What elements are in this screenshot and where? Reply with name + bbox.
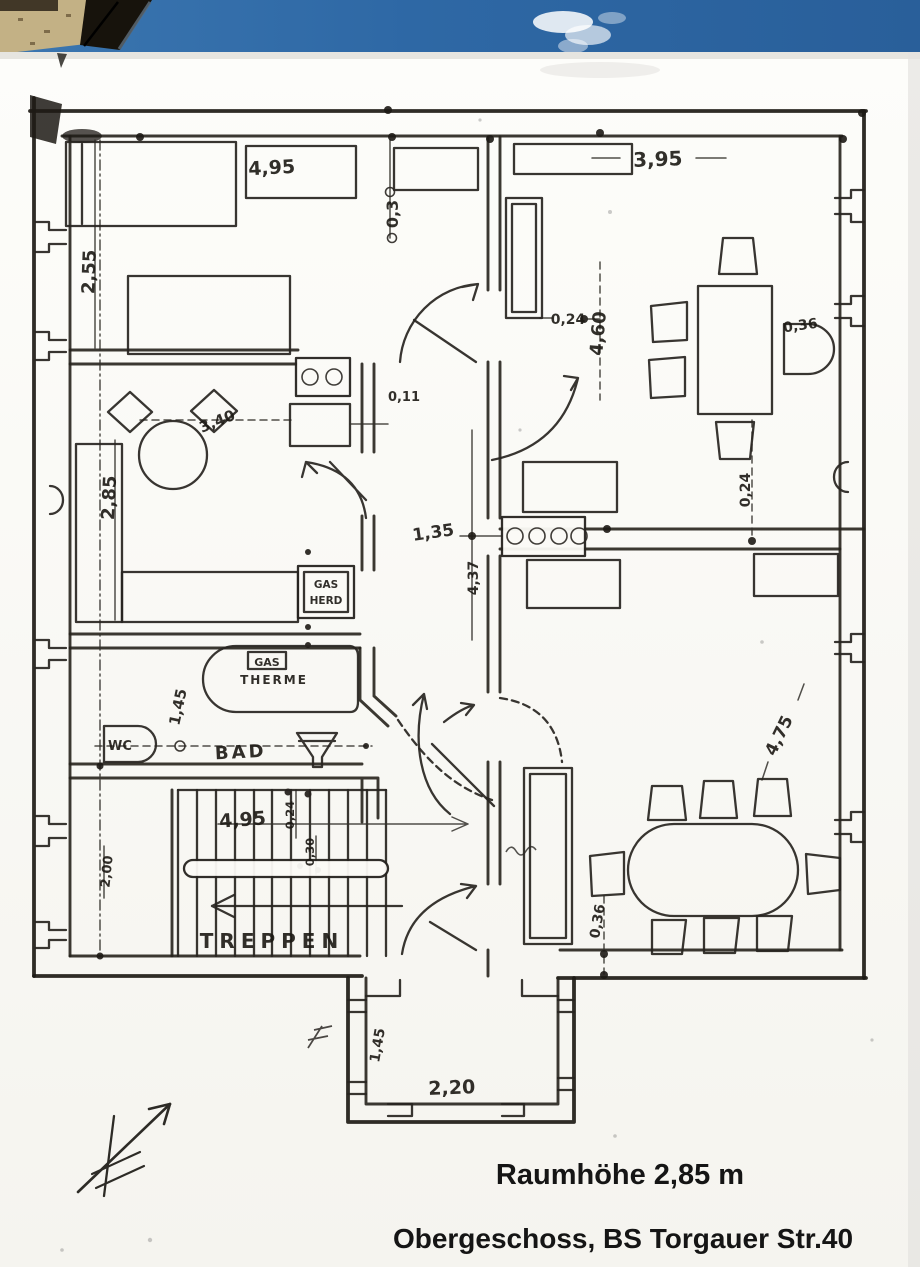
captions: Raumhöhe 2,85 m Obergeschoss, BS Torgaue… — [393, 1159, 853, 1254]
dim-left-height-mid: 2,85 — [98, 475, 121, 520]
dim-right-offset: 0,24 — [738, 472, 754, 507]
floor-plan: 4,95 2,55 0,3 3,95 0,11 3,40 2,85 0,24 4… — [28, 95, 868, 1198]
bedroom-furniture — [64, 140, 480, 356]
dim-stairs-left-height: 2,00 — [98, 855, 116, 888]
living-room-furniture — [504, 142, 840, 598]
pencil-scribble — [307, 1025, 333, 1049]
dim-armchair-width: 0,36 — [782, 316, 818, 337]
label-gas-boiler-2: THERME — [240, 673, 308, 687]
dim-top-offset: 0,3 — [383, 200, 402, 228]
kitchen-furniture — [74, 356, 389, 624]
dim-top-width-right: 3,95 — [633, 146, 683, 172]
label-gas-boiler-1: GAS — [254, 656, 280, 669]
dim-balcony-width: 2,20 — [428, 1076, 476, 1100]
north-arrow-icon — [76, 1102, 172, 1198]
caption-title: Obergeschoss, BS Torgauer Str.40 — [393, 1223, 853, 1254]
room-label-wc: WC — [108, 739, 132, 754]
staircase — [176, 788, 469, 958]
cloud — [533, 11, 626, 53]
label-gas-stove-1: GAS — [314, 579, 338, 591]
paper — [0, 52, 920, 1267]
dim-stairs-tread: 0,24 — [283, 801, 297, 829]
dim-hall-height: 4,37 — [466, 561, 482, 596]
hall-pass-through — [500, 460, 622, 610]
dim-top-width-left: 4,95 — [248, 156, 296, 180]
building-roof-corner — [0, 0, 152, 54]
bathroom-fixtures — [102, 644, 360, 769]
sky — [0, 0, 920, 58]
balcony — [307, 976, 576, 1124]
dim-left-height-upper: 2,55 — [78, 249, 101, 294]
dim-stairs-width: 4,95 — [218, 807, 266, 832]
dim-living-offset: 0,24 — [551, 312, 586, 328]
room-label-treppen: TREPPEN — [200, 929, 344, 953]
dim-dining-offset: 0,36 — [587, 903, 609, 940]
dining-room-furniture — [505, 766, 842, 956]
interior-walls — [68, 135, 866, 978]
dim-balcony-height: 1,45 — [367, 1027, 389, 1064]
door-swing-arcs — [300, 282, 580, 956]
caption-room-height: Raumhöhe 2,85 m — [496, 1159, 744, 1191]
dim-living-height: 4,60 — [586, 310, 611, 356]
window-jogs — [34, 188, 866, 950]
room-label-bad: BAD — [214, 741, 267, 765]
dim-stairs-rise: 0,30 — [303, 838, 317, 866]
label-gas-stove-2: HERD — [310, 595, 343, 607]
room-labels: TREPPEN BAD WC GAS HERD GAS THERME — [108, 579, 344, 953]
dim-kitchen-unit: 0,11 — [388, 390, 420, 405]
